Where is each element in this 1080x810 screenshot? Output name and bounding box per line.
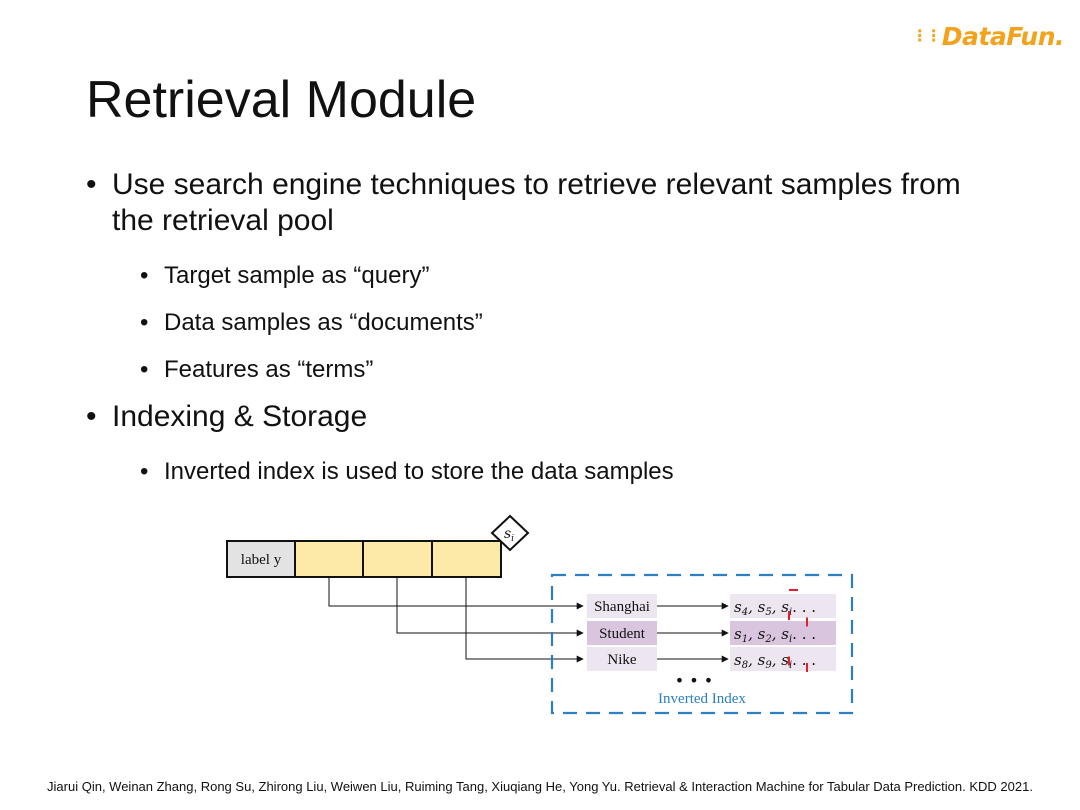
bullet-dot-icon: •	[140, 262, 149, 289]
sample-symbol-sub: i	[511, 534, 514, 544]
feature-cell-text: Nike	[451, 552, 481, 568]
feature-cell-text: Shanghai	[301, 552, 357, 568]
bullet-text: Use search engine techniques to retrieve…	[112, 168, 961, 237]
sample-symbol: s	[504, 526, 511, 542]
bullet-dot-icon: •	[140, 458, 149, 485]
feature-cell-shanghai	[294, 540, 364, 578]
label-cell-text: label y	[241, 552, 282, 568]
posting-list: s1, s2, si. . .	[734, 625, 816, 645]
sub-bullet-query: • Target sample as “query”	[140, 261, 986, 291]
sample-id-diamond: si	[490, 514, 530, 552]
term-text: Shanghai	[594, 599, 650, 615]
label-cell	[226, 540, 296, 578]
feature-cell-text: Student	[374, 552, 421, 568]
term-box-shanghai	[587, 594, 657, 618]
posting-bg-2	[730, 621, 836, 645]
connector-student	[396, 577, 584, 637]
logo-text: DataFun.	[941, 22, 1065, 51]
inverted-index-label: Inverted Index	[658, 691, 746, 707]
posting-bg-1	[730, 594, 836, 618]
term-text: Student	[599, 626, 646, 642]
bullet-text: Indexing & Storage	[112, 400, 368, 433]
bullet-list: • Use search engine techniques to retriev…	[86, 167, 986, 487]
posting-list: s4, s5, si. . .	[734, 598, 816, 618]
logo-dots-icon: ⋮⋮	[911, 26, 942, 45]
posting-bg-3	[730, 647, 836, 671]
term-box-student	[587, 621, 657, 645]
term-text: Nike	[607, 652, 637, 668]
sub-bullet-text: Features as “terms”	[164, 356, 374, 383]
feature-cell-nike	[431, 540, 502, 578]
index-ellipsis: • • •	[675, 671, 713, 690]
sub-bullet-text: Target sample as “query”	[164, 262, 430, 289]
sub-bullet-text: Data samples as “documents”	[164, 309, 483, 336]
slide-title: Retrieval Module	[86, 71, 477, 129]
bullet-dot-icon: •	[86, 168, 97, 201]
svg-text:si: si	[504, 526, 514, 544]
index-terms: Shanghai Student Nike	[587, 594, 657, 671]
inverted-index-frame	[550, 573, 854, 715]
citation-footer: Jiarui Qin, Weinan Zhang, Rong Su, Zhiro…	[47, 779, 1033, 794]
posting-lists: s4, s5, si. . . s1, s2, si. . . s8, s9, …	[734, 598, 816, 671]
sub-bullet-text: Inverted index is used to store the data…	[164, 458, 674, 485]
feature-connectors	[328, 577, 584, 663]
connector-nike	[465, 577, 584, 663]
posting-list: s8, s9, si. . .	[734, 651, 816, 671]
sub-bullet-documents: • Data samples as “documents”	[140, 308, 986, 338]
bullet-dot-icon: •	[86, 400, 97, 433]
term-box-nike	[587, 647, 657, 671]
si-highlight-box	[788, 589, 808, 679]
bullet-retrieval: • Use search engine techniques to retriev…	[86, 167, 986, 239]
posting-list-backgrounds	[730, 594, 836, 671]
bullet-indexing: • Indexing & Storage	[86, 399, 986, 435]
bullet-dot-icon: •	[140, 356, 149, 383]
sub-bullet-terms: • Features as “terms”	[140, 355, 986, 385]
sample-record: label y Shanghai Student Nike	[226, 540, 502, 578]
bullet-dot-icon: •	[140, 309, 149, 336]
posting-arrows	[657, 602, 729, 663]
connector-shanghai	[328, 577, 584, 610]
datafun-logo: ⋮⋮DataFun.	[911, 22, 1065, 51]
sub-bullet-inverted-index: • Inverted index is used to store the dat…	[140, 457, 986, 487]
